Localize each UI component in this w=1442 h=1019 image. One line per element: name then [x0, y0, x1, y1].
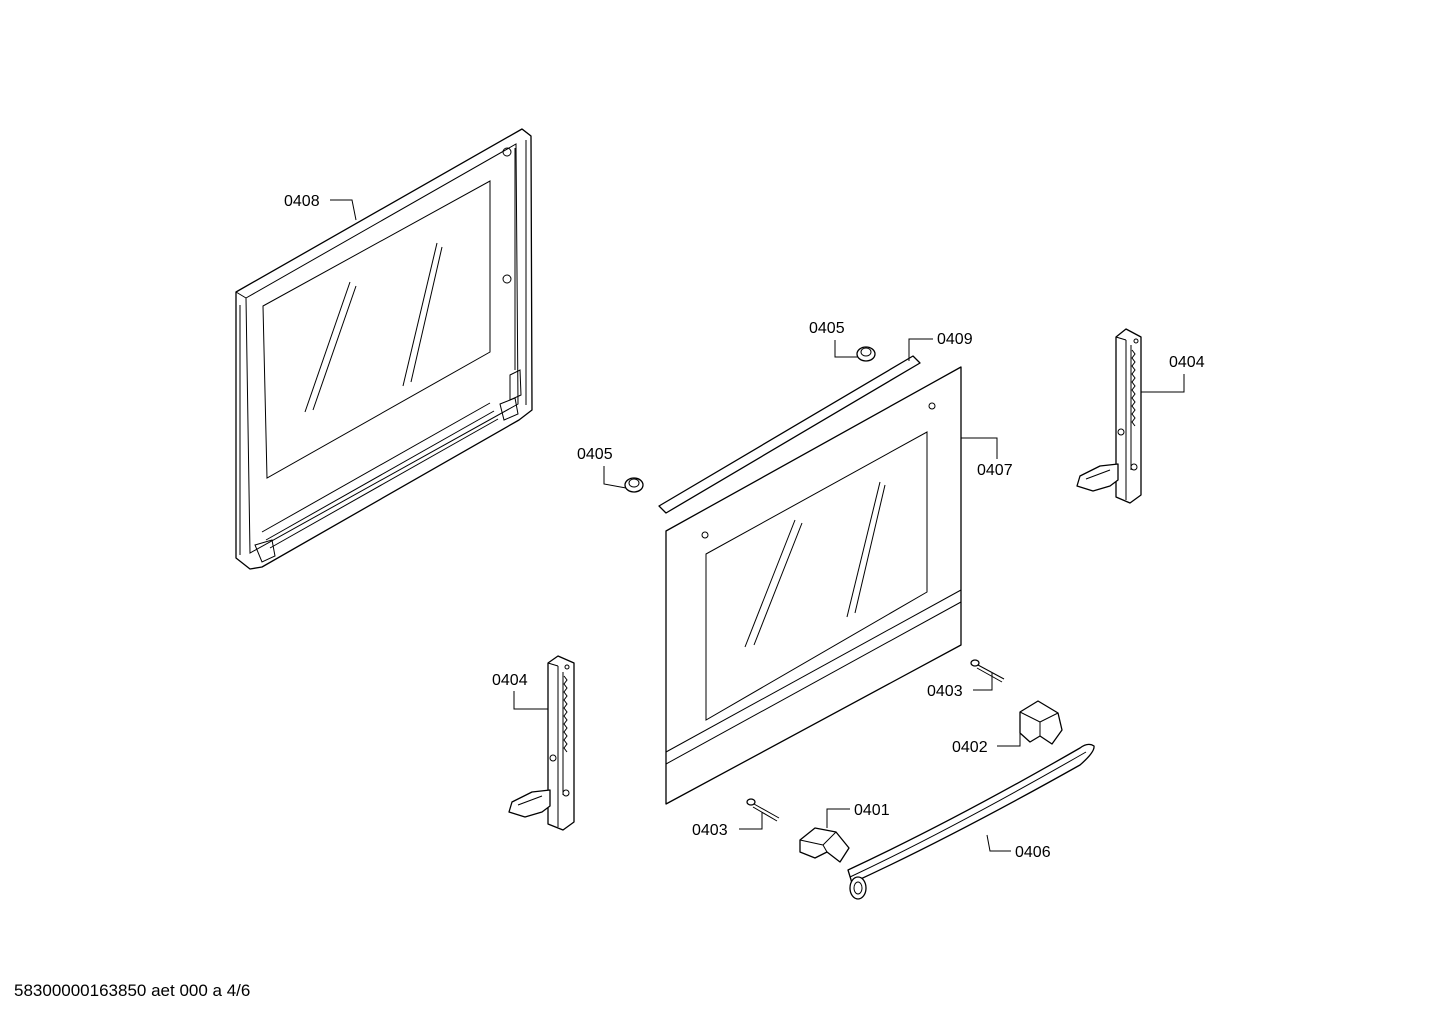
- label-seal-strip: 0409: [908, 331, 973, 361]
- seal-strip-label: 0409: [937, 331, 973, 348]
- handle-holder-left-label: 0401: [854, 802, 890, 819]
- door-inner-frame-part: [235, 128, 533, 570]
- label-handle-holder-right: 0402: [952, 730, 1021, 756]
- handle-holder-right-label: 0402: [952, 739, 988, 756]
- hinge-left-part: [508, 655, 575, 831]
- bumper-top-part: [856, 346, 876, 362]
- hinge-right-label: 0404: [1169, 354, 1205, 371]
- label-handle-holder-left: 0401: [826, 802, 890, 828]
- hinge-left-label: 0404: [492, 672, 528, 689]
- label-screw-left: 0403: [692, 812, 763, 839]
- bumper-left-label: 0405: [577, 446, 613, 463]
- bumper-left-part: [624, 477, 644, 493]
- label-hinge-left: 0404: [492, 672, 548, 710]
- label-screw-right: 0403: [927, 673, 993, 700]
- screw-left-label: 0403: [692, 822, 728, 839]
- handle-label: 0406: [1015, 844, 1051, 861]
- screw-left-part: [746, 798, 780, 822]
- seal-strip-part: [658, 355, 921, 514]
- outer-glass-door-part: [665, 366, 962, 805]
- label-bumper-top: 0405: [809, 320, 858, 358]
- bumper-top-label: 0405: [809, 320, 845, 337]
- label-outer-glass-door: 0407: [961, 437, 1013, 479]
- label-handle: 0406: [986, 834, 1051, 861]
- hinge-right-part: [1076, 328, 1142, 504]
- label-hinge-right: 0404: [1141, 354, 1205, 393]
- drawing-reference-footer: 58300000163850 aet 000 a 4/6: [14, 981, 251, 1000]
- handle-holder-left-part: [799, 827, 850, 863]
- handle-holder-right-part: [1019, 700, 1063, 745]
- outer-glass-door-label: 0407: [977, 462, 1013, 479]
- label-bumper-left: 0405: [577, 446, 627, 489]
- handle-part: [847, 743, 1095, 900]
- door-inner-frame-label: 0408: [284, 193, 320, 210]
- label-door-inner-frame: 0408: [284, 193, 357, 221]
- screw-right-part: [970, 659, 1005, 683]
- screw-right-label: 0403: [927, 683, 963, 700]
